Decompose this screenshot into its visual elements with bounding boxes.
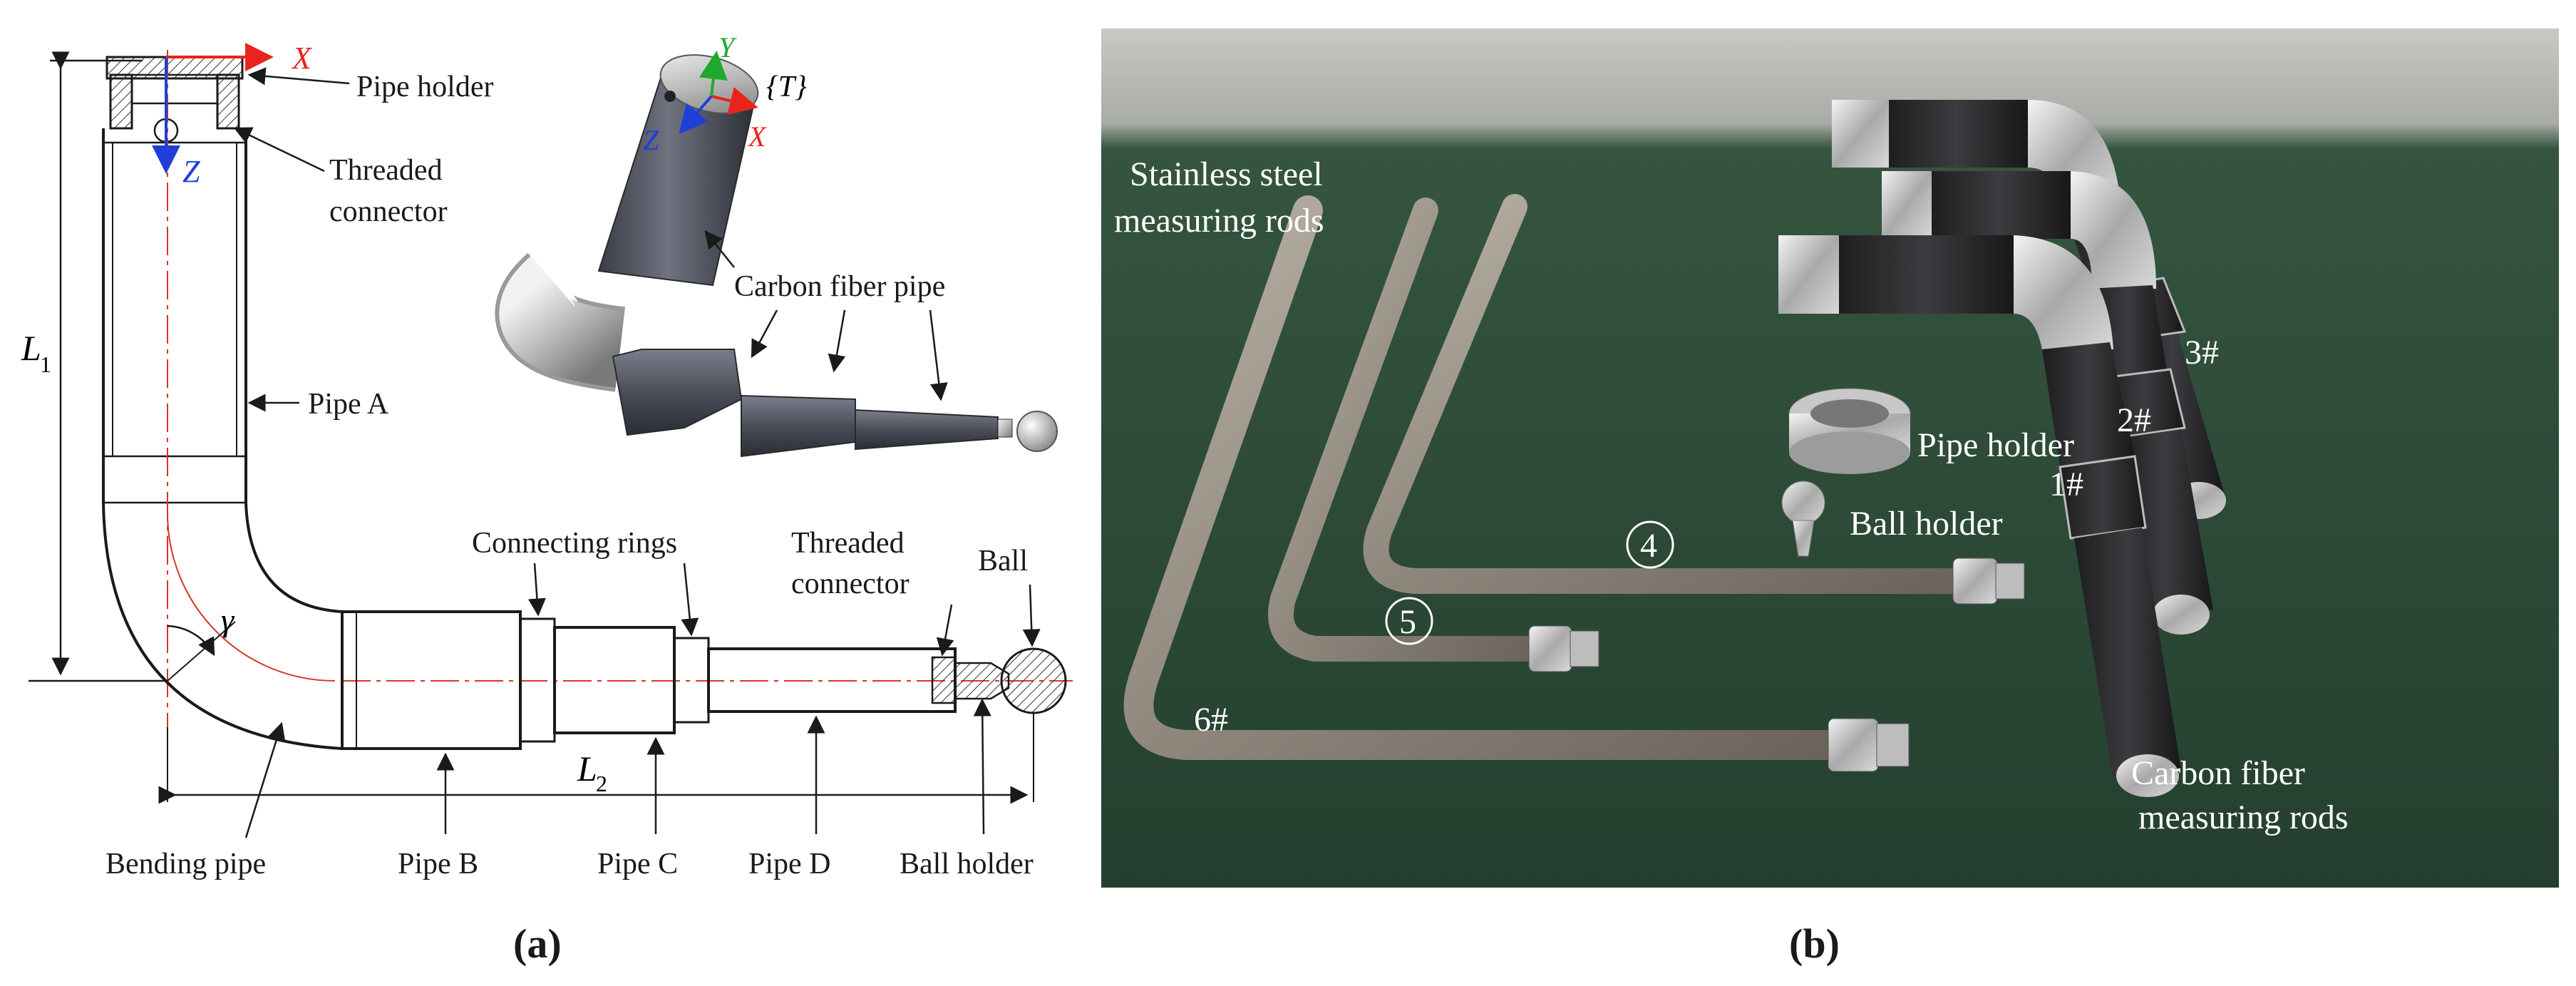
leader-lines-3d [704,230,948,401]
dimension-l2: L 2 [158,713,1034,804]
l1-symbol: L [21,328,41,368]
l1-subscript: 1 [40,351,51,377]
label-pipe-b: Pipe B [398,848,478,880]
l2-symbol: L [577,749,597,789]
label-carbon-2: measuring rods [2138,798,2349,836]
label-rod-3: 3# [2185,334,2219,371]
steel-rod-4 [1363,194,2025,605]
gamma-angle: γ [167,602,236,682]
axis-z-label: Z [182,154,200,189]
leader-lines [233,67,1041,838]
label-ball: Ball [978,545,1028,577]
marker-5-circle [1385,597,1433,645]
label-rod-5: 5 [1399,603,1416,641]
label-carbon-fiber-pipe: Carbon fiber pipe [734,270,945,303]
rod-3d-render: Y X Z {T} [495,31,1058,458]
panel-b-photo: 4 5 Stainless steel measuring rods Pipe … [1101,29,2559,888]
technical-drawing: L 1 [21,31,1073,880]
label-rod-2: 2# [2117,401,2151,439]
label-pipe-c: Pipe C [597,848,678,880]
label-stainless-1: Stainless steel [1130,155,1323,193]
ball-holder [931,656,1010,704]
label-threaded-connector-right-2: connector [791,568,910,600]
label-threaded-connector-right-1: Threaded [791,527,905,560]
label-pipe-holder: Pipe holder [356,71,493,103]
label-pipe-d: Pipe D [748,848,831,880]
carbon-rod-1 [1778,235,2181,797]
centerline-arc [167,513,336,682]
pipe-holder [105,56,244,143]
pipe-a [102,128,247,504]
drawing-axes: X Z [152,41,313,189]
ball-holder-part [1781,481,1825,557]
label-stainless-2: measuring rods [1114,202,1324,240]
axis-x-label: X [291,41,313,76]
caption-b: (b) [1789,920,1840,967]
label-connecting-rings: Connecting rings [472,527,677,560]
dimension-l1: L 1 [21,51,164,682]
label-ball-holder-photo: Ball holder [1850,505,2003,543]
panel-a-drawing: L 1 [0,0,1112,982]
steel-rod-5 [1268,197,1599,672]
axis-x-label-3d: X [747,120,767,153]
label-rod-4: 4 [1640,527,1657,565]
label-pipe-holder-photo: Pipe holder [1917,426,2074,464]
gamma-symbol: γ [221,602,235,638]
l2-subscript: 2 [596,771,607,796]
axis-y-label-3d: Y [718,31,737,63]
marker-4-circle [1626,520,1674,569]
label-rod-1: 1# [2049,466,2083,503]
photo-illustration: 4 5 Stainless steel measuring rods Pipe … [1101,29,2559,888]
label-pipe-a: Pipe A [308,388,389,421]
pipe-holder-part [1788,388,1911,474]
label-ball-holder: Ball holder [900,848,1034,880]
label-rod-6: 6# [1194,701,1228,739]
ball [1000,647,1067,714]
caption-a: (a) [513,920,562,967]
axis-z-label-3d: Z [643,124,659,156]
frame-t-label: {T} [766,71,807,103]
label-threaded-connector-top-1: Threaded [329,154,443,187]
label-carbon-1: Carbon fiber [2131,754,2305,792]
label-bending-pipe: Bending pipe [105,848,266,880]
steel-rod-6 [1123,195,1910,772]
label-threaded-connector-top-2: connector [329,195,448,228]
